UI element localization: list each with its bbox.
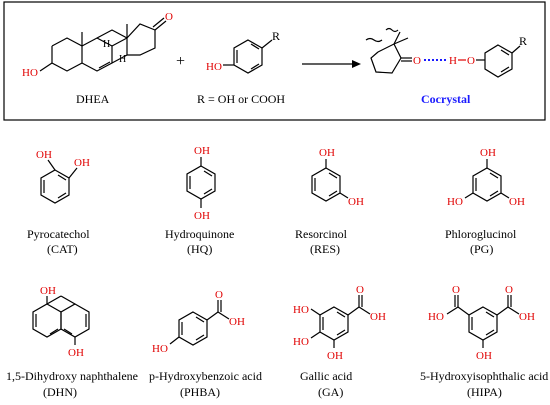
hipa-o2: O — [505, 284, 513, 296]
phba-abbr: (PHBA) — [180, 385, 220, 399]
cat-oh2: OH — [74, 157, 90, 169]
pg-abbr: (PG) — [470, 242, 493, 256]
dhea-structure: O H H HO — [22, 11, 173, 79]
cat-oh1: OH — [36, 149, 52, 161]
phenol-ho: HO — [206, 61, 222, 73]
dhn-oh1: OH — [40, 285, 56, 297]
pg-oh1: OH — [480, 147, 496, 159]
res-name: Resorcinol — [295, 227, 348, 241]
dhn-abbr: (DHN) — [43, 385, 77, 399]
phenol-r-group: R — [272, 29, 280, 43]
ga-o: O — [356, 284, 364, 296]
hydroquinone-structure: OH OH — [186, 145, 216, 222]
ga-ho1: HO — [293, 304, 309, 316]
pg-name: Phloroglucinol — [445, 227, 517, 241]
hipa-abbr: (HIPA) — [467, 385, 502, 399]
hipa-o1: O — [452, 284, 460, 296]
phba-name: p-Hydroxybenzoic acid — [149, 369, 262, 383]
plus-sign: + — [176, 53, 185, 70]
hq-abbr: (HQ) — [187, 242, 212, 256]
res-abbr: (RES) — [310, 242, 340, 256]
reaction-box — [3, 1, 546, 121]
cocrystal-h: H — [449, 55, 457, 67]
resorcinol-structure: OH OH — [311, 147, 364, 208]
cocrystal-carbonyl-o: O — [413, 55, 421, 67]
dhea-label: DHEA — [76, 92, 110, 106]
cocrystal-phenol-o: O — [467, 55, 475, 67]
dhn-structure: OH OH — [32, 285, 90, 359]
hipa-oh2: OH — [476, 350, 492, 362]
dhea-ketone-oxygen: O — [165, 11, 173, 23]
ga-oh2: OH — [327, 350, 343, 362]
phba-o: O — [215, 289, 223, 301]
cat-name: Pyrocatechol — [27, 227, 90, 241]
res-oh1: OH — [319, 147, 335, 159]
phba-ho: HO — [152, 343, 168, 355]
ga-abbr: (GA) — [318, 385, 343, 399]
phloroglucinol-structure: OH HO OH — [447, 147, 525, 208]
hipa-name: 5-Hydroxyisophthalic acid — [420, 369, 548, 383]
pyrocatechol-structure: OH OH — [36, 149, 90, 204]
dhn-name: 1,5-Dihydroxy naphthalene — [6, 369, 138, 383]
cocrystal-structure: O H O R — [365, 27, 527, 78]
dhea-h-label-2: H — [119, 54, 126, 65]
gallic-acid-structure: O OH HO HO OH — [293, 284, 386, 362]
hq-oh2: OH — [194, 210, 210, 222]
cat-abbr: (CAT) — [47, 242, 78, 256]
pg-ho2: HO — [447, 196, 463, 208]
hipa-oh1: OH — [519, 311, 535, 323]
hipa-structure: O HO O OH OH — [428, 284, 535, 362]
cocrystal-r-group: R — [519, 34, 527, 48]
cocrystal-label: Cocrystal — [421, 92, 471, 106]
pg-oh3: OH — [509, 196, 525, 208]
phba-oh: OH — [229, 316, 245, 328]
dhn-oh2: OH — [68, 347, 84, 359]
res-oh2: OH — [348, 196, 364, 208]
hq-oh1: OH — [194, 145, 210, 157]
hq-name: Hydroquinone — [165, 227, 234, 241]
dhea-hydroxyl: HO — [22, 67, 38, 79]
ga-name: Gallic acid — [300, 369, 352, 383]
ga-ho2: HO — [293, 336, 309, 348]
dhea-h-label-1: H — [103, 39, 110, 50]
reaction-arrow — [302, 60, 361, 68]
ga-oh: OH — [370, 311, 386, 323]
condition-label: R = OH or COOH — [197, 92, 285, 106]
hipa-ho: HO — [428, 311, 444, 323]
phenol-r-structure: HO R — [206, 29, 280, 74]
phba-structure: O OH HO — [152, 289, 245, 355]
